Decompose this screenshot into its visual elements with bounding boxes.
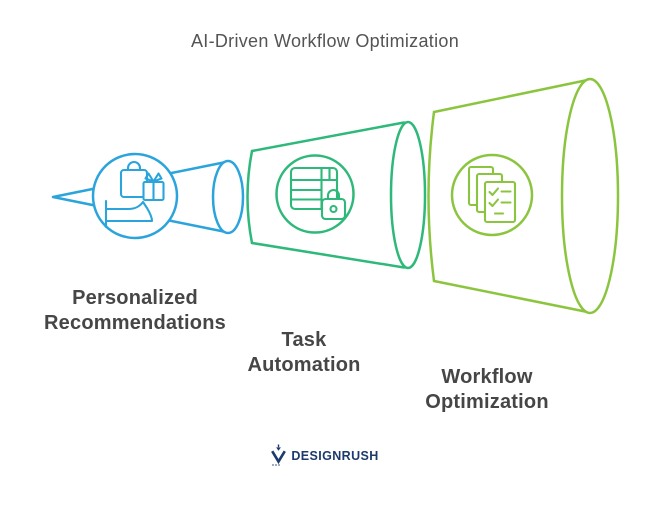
diagram-title: AI-Driven Workflow Optimization [190, 31, 460, 51]
stage-3-end-cap [560, 77, 620, 315]
stage-2-end-cap [389, 120, 427, 270]
designrush-logo-icon [271, 444, 287, 466]
documents-checklist-icon [467, 165, 517, 224]
checklist-check-1 [488, 187, 500, 197]
logo-dot-2 [275, 464, 278, 466]
stage-3-back-cap [427, 110, 436, 283]
brand-footer: DESIGNRUSH [0, 444, 650, 467]
logo-v-mark [271, 450, 287, 465]
stage-3-cone [432, 78, 592, 314]
lock-keyhole [329, 204, 338, 214]
stage-2-back-cap [246, 149, 254, 245]
hand-shopping-bag-gift-icon [104, 160, 165, 229]
gift-bow [144, 172, 163, 183]
stage-1-end-cap [211, 159, 245, 235]
designrush-logo-text: DESIGNRUSH [291, 448, 379, 463]
table-row-lines [289, 188, 323, 201]
stage-label-workflow-optimization: Workflow Optimization [425, 366, 549, 413]
stage-2-cone [250, 121, 406, 269]
stage-label-task-automation: Task Automation [247, 329, 361, 376]
hand-icon [104, 199, 154, 229]
logo-dot-1 [272, 464, 275, 466]
checklist-check-2 [488, 198, 500, 208]
stage-label-personalized-recommendations: Personalized Recommendations [44, 287, 226, 334]
funnel-stage-2-shape [246, 120, 427, 270]
lock-shackle [326, 189, 341, 201]
logo-arrowhead [276, 447, 282, 451]
funnel-stage-3-shape [427, 77, 620, 315]
lock-body [320, 197, 347, 221]
table-lock-icon [289, 166, 347, 221]
funnel-stage-1-shape [51, 152, 245, 240]
logo-dot-3 [278, 464, 281, 466]
shopping-bag-handle [126, 160, 142, 172]
